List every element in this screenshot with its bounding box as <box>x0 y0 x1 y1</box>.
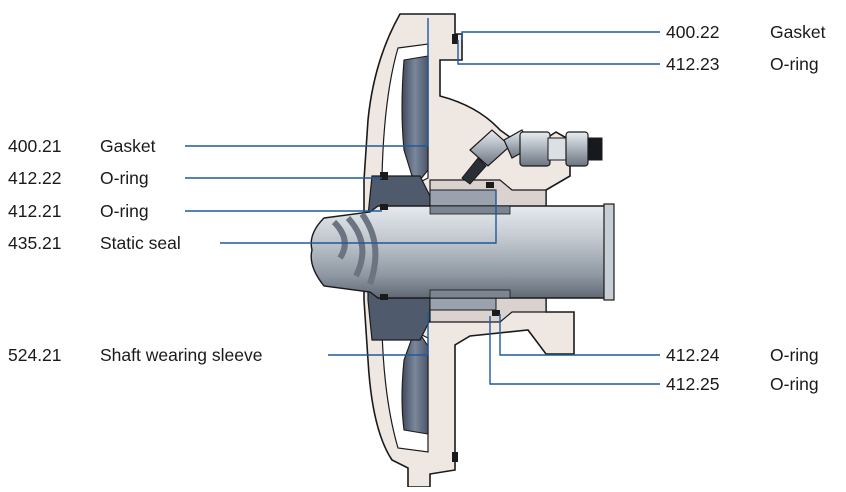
leader-412-23 <box>457 40 660 65</box>
shaft <box>310 205 613 299</box>
label-name: Gasket <box>770 22 826 42</box>
o-rings <box>380 34 500 462</box>
label-number: 412.22 <box>8 168 62 188</box>
label-412-24: 412.24 O-ring <box>666 345 819 365</box>
label-name: O-ring <box>100 168 149 188</box>
label-number: 412.24 <box>666 345 720 365</box>
label-name: O-ring <box>770 374 819 394</box>
label-name: O-ring <box>770 54 819 74</box>
bolt-assembly <box>519 131 603 167</box>
label-number: 400.21 <box>8 136 62 156</box>
label-412-23: 412.23 O-ring <box>666 54 819 74</box>
label-524-21: 524.21 Shaft wearing sleeve <box>8 345 262 365</box>
label-435-21: 435.21 Static seal <box>8 233 181 253</box>
label-number: 524.21 <box>8 345 62 365</box>
leader-lines <box>185 18 660 385</box>
label-name: Shaft wearing sleeve <box>100 345 263 365</box>
label-400-21: 400.21 Gasket <box>8 136 155 156</box>
leader-400-22 <box>461 31 660 40</box>
shaft-sleeve-lower <box>429 289 511 299</box>
leader-412-25 <box>489 316 660 385</box>
label-number: 412.25 <box>666 374 720 394</box>
leader-524-21 <box>328 312 429 356</box>
label-412-21: 412.21 O-ring <box>8 201 149 221</box>
leader-435-21 <box>220 190 497 244</box>
label-name: O-ring <box>100 201 149 221</box>
label-name: Static seal <box>100 233 181 253</box>
label-name: Gasket <box>100 136 156 156</box>
shaft-end <box>603 203 615 301</box>
label-number: 400.22 <box>666 22 720 42</box>
label-number: 435.21 <box>8 233 62 253</box>
label-412-22: 412.22 O-ring <box>8 168 149 188</box>
leader-412-24 <box>499 314 660 356</box>
shaft-sleeve <box>429 205 511 215</box>
label-400-22: 400.22 Gasket <box>666 22 825 42</box>
label-number: 412.23 <box>666 54 720 74</box>
label-412-25: 412.25 O-ring <box>666 374 819 394</box>
label-name: O-ring <box>770 345 819 365</box>
label-number: 412.21 <box>8 201 62 221</box>
shaft-thread <box>331 212 379 285</box>
impeller-lower <box>401 333 429 435</box>
leader-400-21 <box>185 18 429 147</box>
